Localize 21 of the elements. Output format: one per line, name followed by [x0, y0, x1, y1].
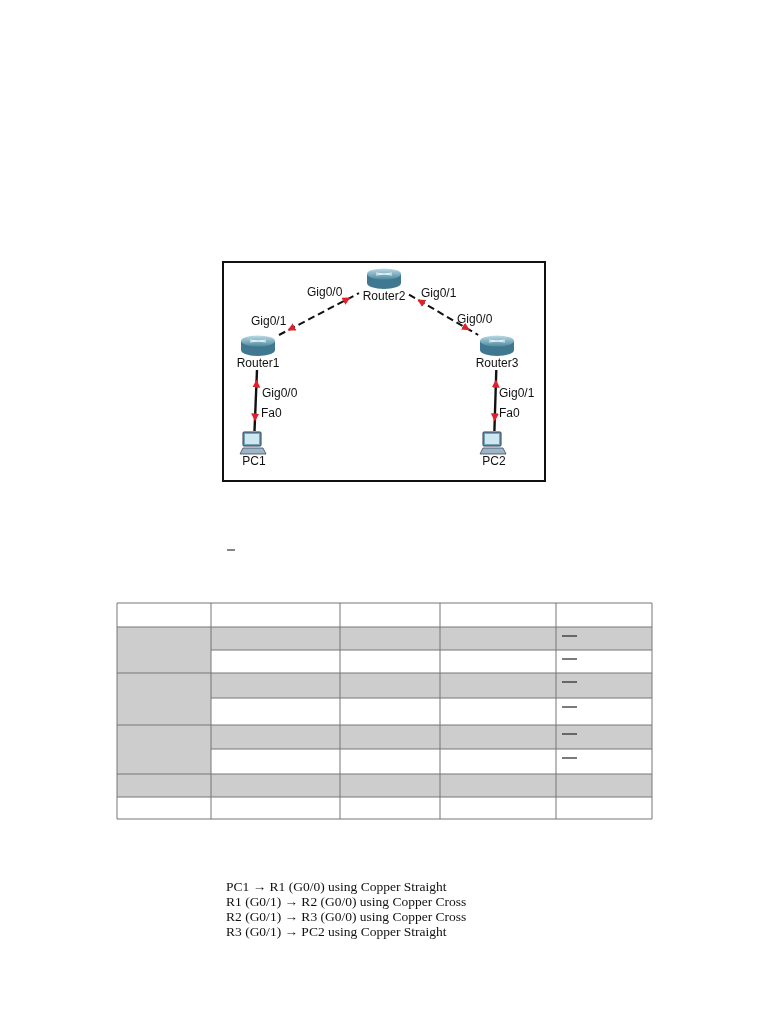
port-label: Gig0/0 — [262, 387, 298, 400]
port-label: Gig0/0 — [307, 286, 343, 299]
connection-note: R1 (G0/1) → R2 (G0/0) using Copper Cross — [226, 894, 467, 909]
network-link — [278, 292, 360, 336]
device-label: PC1 — [242, 455, 266, 468]
network-link — [251, 369, 261, 432]
port-label: Gig0/0 — [457, 313, 493, 326]
port-label: Gig0/1 — [251, 315, 287, 328]
port-label: Gig0/1 — [421, 287, 457, 300]
port-label: Fa0 — [499, 407, 520, 420]
connection-note: R2 (G0/1) → R3 (G0/0) using Copper Cross — [226, 909, 467, 924]
network-link — [408, 293, 480, 336]
device-label: Router1 — [236, 357, 280, 370]
connection-note: R3 (G0/1) → PC2 using Copper Straight — [226, 924, 447, 939]
device-label: PC2 — [482, 455, 506, 468]
connection-note: PC1 → R1 (G0/0) using Copper Straight — [226, 879, 447, 894]
device-label: Router3 — [475, 357, 519, 370]
network-link — [490, 369, 500, 432]
port-label: Gig0/1 — [499, 387, 535, 400]
device-label: Router2 — [362, 290, 406, 303]
port-label: Fa0 — [261, 407, 282, 420]
